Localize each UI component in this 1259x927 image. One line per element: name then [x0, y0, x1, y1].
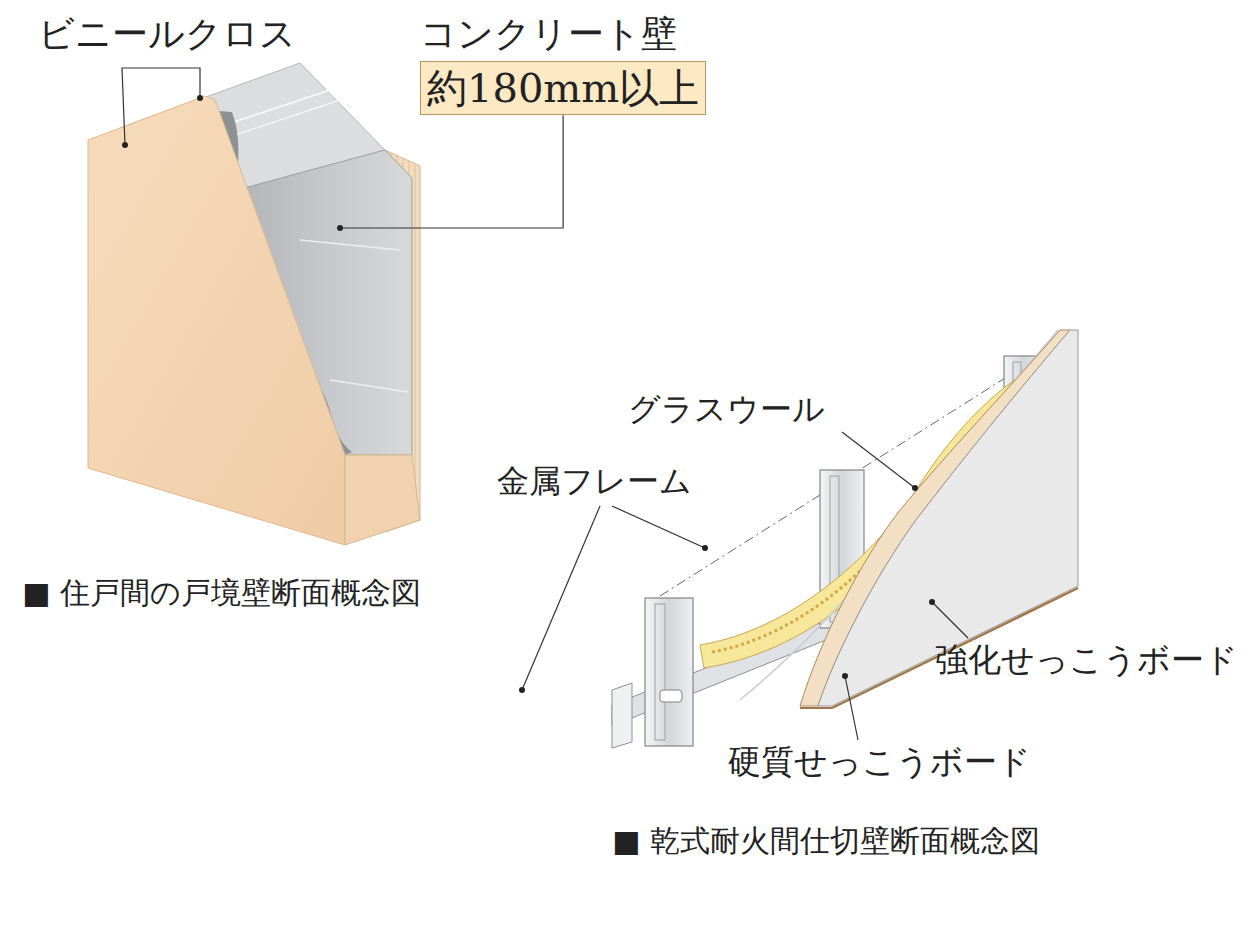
figure-caption: ■ 住戸間の戸境壁断面概念図 — [22, 575, 421, 611]
part-label: 硬質せっこうボード — [728, 742, 1031, 782]
part-label: 強化せっこうボード — [935, 640, 1238, 680]
part-label: コンクリート壁 — [420, 12, 706, 55]
dry-partition — [612, 330, 1078, 748]
leader-dot — [337, 225, 343, 231]
dimension-label: 約180mm以上 — [420, 61, 706, 115]
dimension-box: コンクリート壁約180mm以上 — [420, 12, 706, 115]
leader-line — [340, 115, 563, 228]
part-label: 金属フレーム — [497, 462, 692, 500]
leader-lines — [122, 68, 968, 740]
part-label: ビニールクロス — [38, 12, 296, 55]
part-label: グラスウール — [628, 390, 825, 428]
concrete-wall — [88, 63, 420, 545]
figure-caption: ■ 乾式耐火間仕切壁断面概念図 — [612, 823, 1040, 859]
